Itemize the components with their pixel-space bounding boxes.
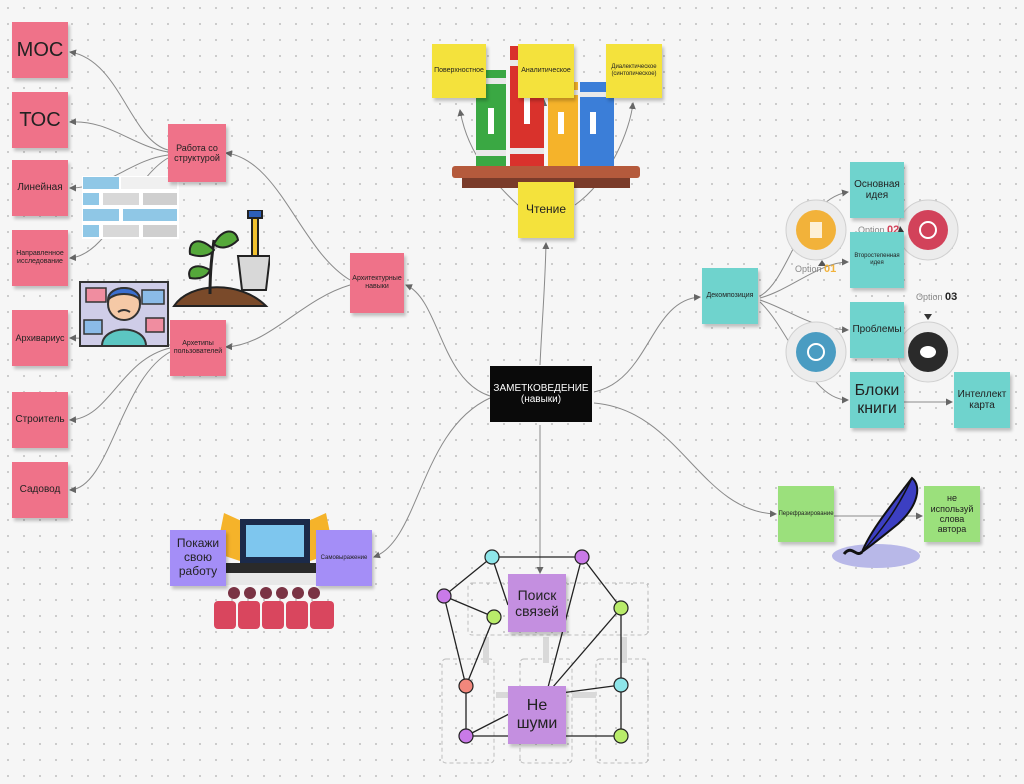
- link-center-selfexpression: [373, 397, 491, 559]
- link-arch-archetypes: [225, 284, 351, 351]
- center-title: ЗАМЕТКОВЕДЕНИЕ: [493, 382, 589, 394]
- no-noise-node[interactable]: Не шуми: [508, 686, 566, 744]
- brick-wall-illustration: [82, 176, 179, 239]
- structure-item-directed-research[interactable]: Направленное исследование: [12, 230, 68, 286]
- plant-shovel-illustration: [172, 210, 270, 307]
- decomposition-item-problems[interactable]: Проблемы: [850, 302, 904, 358]
- center-node[interactable]: ЗАМЕТКОВЕДЕНИЕ (навыки): [490, 366, 592, 422]
- link-center-reading: [539, 242, 550, 366]
- self-expression-node[interactable]: Самовыражение: [316, 530, 372, 586]
- link-center-architecture: [405, 284, 491, 397]
- intellect-map-node[interactable]: Интеллект карта: [954, 372, 1010, 428]
- center-subtitle: (навыки): [520, 394, 562, 405]
- structure-item-toc[interactable]: ТОС: [12, 92, 68, 148]
- options-infographic: [785, 199, 959, 383]
- link-center-decomposition: [593, 293, 701, 393]
- archetype-item-archivist[interactable]: Архивариус: [12, 310, 68, 366]
- reading-item-analytical[interactable]: Аналитическое: [518, 44, 574, 98]
- decomposition-item-main-idea[interactable]: Основная идея: [850, 162, 904, 218]
- decomposition-node[interactable]: Декомпозиция: [702, 268, 758, 324]
- user-archetype-illustration: [79, 281, 169, 347]
- decomposition-item-book-blocks[interactable]: Блоки книги: [850, 372, 904, 428]
- show-your-work-node[interactable]: Покажи свою работу: [170, 530, 226, 586]
- no-author-words-node[interactable]: не используй слова автора: [924, 486, 980, 542]
- option-01-label: Option 01: [795, 263, 837, 275]
- decomposition-item-secondary-idea[interactable]: Второстепенная идея: [850, 232, 904, 288]
- option-03-label: Option 03: [916, 291, 958, 303]
- structure-item-linear[interactable]: Линейная: [12, 160, 68, 216]
- archetype-item-builder[interactable]: Строитель: [12, 392, 68, 448]
- paraphrase-node[interactable]: Перефразирование: [778, 486, 834, 542]
- search-links-node[interactable]: Поиск связей: [508, 574, 566, 632]
- structure-item-moc[interactable]: МОС: [12, 22, 68, 78]
- link-arch-structure: [225, 150, 351, 281]
- structure-work-node[interactable]: Работа со структурой: [168, 124, 226, 182]
- archetype-item-gardener[interactable]: Садовод: [12, 462, 68, 518]
- reading-node[interactable]: Чтение: [518, 182, 574, 238]
- link-center-paraphrase: [593, 402, 777, 518]
- user-archetypes-node[interactable]: Архетипы пользователей: [170, 320, 226, 376]
- quill-illustration: [832, 476, 920, 568]
- reading-item-dialectical[interactable]: Диалектическое (синтопическое): [606, 44, 662, 98]
- architecture-skills-node[interactable]: Архитектурные навыки: [350, 253, 404, 313]
- reading-item-superficial[interactable]: Поверхностное: [432, 44, 486, 98]
